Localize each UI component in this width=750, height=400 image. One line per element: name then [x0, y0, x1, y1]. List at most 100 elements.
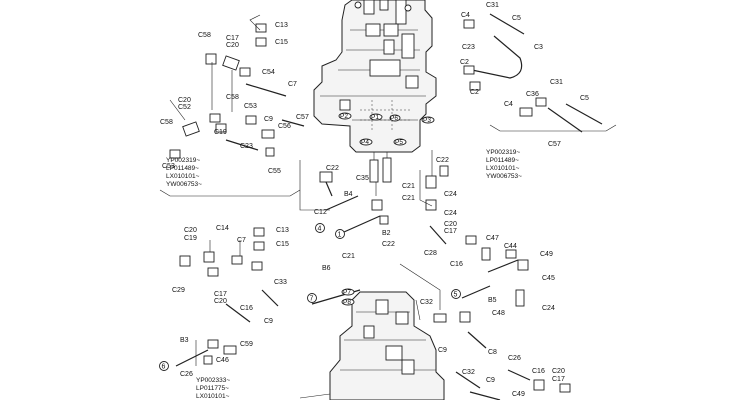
serial-note-group-a: YP002319~ LP011489~ LX010101~ YW006753~ — [166, 157, 202, 188]
serial-line: YW006753~ — [166, 181, 202, 188]
right-top-group — [463, 13, 617, 133]
label-c4: C4 — [461, 12, 470, 19]
label-c14: C14 — [216, 225, 229, 232]
port-p3: P3 — [423, 117, 431, 124]
label-c21: C21 — [402, 195, 415, 202]
label-c49: C49 — [540, 251, 553, 258]
label-c9: C9 — [264, 318, 273, 325]
callout-1: 1 — [338, 232, 342, 239]
label-c4: C4 — [504, 101, 513, 108]
label-c52: C52 — [178, 104, 191, 111]
label-c7: C7 — [288, 81, 297, 88]
right-middle-group — [399, 225, 531, 381]
serial-line: LX010101~ — [486, 165, 520, 172]
port-p2: P2 — [340, 113, 348, 120]
serial-line: YP002319~ — [486, 149, 520, 156]
label-c24: C24 — [542, 305, 555, 312]
label-c31: C31 — [486, 2, 499, 9]
upper-control-valve: P2 P1 P3 P4 P5 P6 — [313, 0, 437, 153]
label-c13: C13 — [276, 227, 289, 234]
serial-line: YW006753~ — [486, 173, 522, 180]
label-c3: C3 — [534, 44, 543, 51]
label-c31: C31 — [550, 79, 563, 86]
label-b2: B2 — [382, 230, 391, 237]
label-c2: C2 — [470, 89, 479, 96]
port-p6: P6 — [390, 115, 398, 122]
callout-4: 4 — [318, 226, 322, 233]
serial-line: YP002319~ — [166, 157, 200, 164]
label-c57: C57 — [296, 114, 309, 121]
label-c5: C5 — [512, 15, 521, 22]
label-c20: C20 — [178, 97, 191, 104]
label-c33: C33 — [274, 279, 287, 286]
label-b3: B3 — [180, 337, 189, 344]
valve-bottom-fittings — [319, 150, 449, 211]
serial-line: LP011489~ — [486, 157, 519, 164]
label-c15: C15 — [276, 241, 289, 248]
middle-hoses — [299, 160, 433, 305]
callout-6: 6 — [162, 364, 166, 371]
label-c8: C8 — [488, 349, 497, 356]
label-c24: C24 — [444, 210, 457, 217]
callout-7: 7 — [310, 296, 314, 303]
label-c36: C36 — [526, 91, 539, 98]
label-c9: C9 — [438, 347, 447, 354]
label-c21: C21 — [402, 183, 415, 190]
port-p7: P7 — [343, 289, 351, 296]
label-c19: C19 — [214, 129, 227, 136]
label-c58: C58 — [160, 119, 173, 126]
label-c16: C16 — [240, 305, 253, 312]
lower-right-hoses — [299, 371, 571, 400]
left-top-group — [159, 14, 305, 197]
label-c26: C26 — [180, 371, 193, 378]
serial-line: LP011775~ — [196, 385, 229, 392]
label-c13: C13 — [275, 22, 288, 29]
callout-5: 5 — [454, 292, 458, 299]
label-c56: C56 — [278, 123, 291, 130]
lower-left-group — [175, 339, 237, 367]
label-c20: C20 — [444, 221, 457, 228]
label-c53: C53 — [244, 103, 257, 110]
label-c47: C47 — [486, 235, 499, 242]
label-c46: C46 — [216, 357, 229, 364]
label-c22: C22 — [382, 241, 395, 248]
label-c44: C44 — [504, 243, 517, 250]
label-c59: C59 — [240, 341, 253, 348]
label-c29: C29 — [172, 287, 185, 294]
label-c17: C17 — [444, 228, 457, 235]
lower-control-valve: P7 P8 — [329, 288, 445, 400]
label-b4: B4 — [344, 191, 353, 198]
port-p4: P4 — [361, 139, 369, 146]
label-c32: C32 — [420, 299, 433, 306]
label-c20: C20 — [226, 42, 239, 49]
label-c2: C2 — [460, 59, 469, 66]
port-p5: P5 — [395, 139, 403, 146]
label-b6: B6 — [322, 265, 331, 272]
label-c17: C17 — [226, 35, 239, 42]
serial-line: LX010101~ — [166, 173, 200, 180]
label-c26: C26 — [508, 355, 521, 362]
label-c35: C35 — [356, 175, 369, 182]
label-c32: C32 — [462, 369, 475, 376]
label-c16: C16 — [450, 261, 463, 268]
label-c54: C54 — [262, 69, 275, 76]
callouts: 4 1 7 5 6 — [159, 223, 461, 371]
label-c58: C58 — [226, 94, 239, 101]
label-c55: C55 — [268, 168, 281, 175]
serial-line: LP011489~ — [166, 165, 199, 172]
serial-note-group-b: YP002319~ LP011489~ LX010101~ YW006753~ — [486, 149, 522, 180]
label-c53: C53 — [162, 163, 175, 170]
label-c15: C15 — [275, 39, 288, 46]
label-c7: C7 — [237, 237, 246, 244]
label-c22: C22 — [436, 157, 449, 164]
label-c58: C58 — [198, 32, 211, 39]
label-c23: C23 — [462, 44, 475, 51]
serial-line: YP002333~ — [196, 377, 230, 384]
serial-line: LX010101~ — [196, 393, 230, 400]
label-c12: C12 — [314, 209, 327, 216]
label-c24: C24 — [444, 191, 457, 198]
label-c20: C20 — [552, 368, 565, 375]
label-c23: C23 — [240, 143, 253, 150]
